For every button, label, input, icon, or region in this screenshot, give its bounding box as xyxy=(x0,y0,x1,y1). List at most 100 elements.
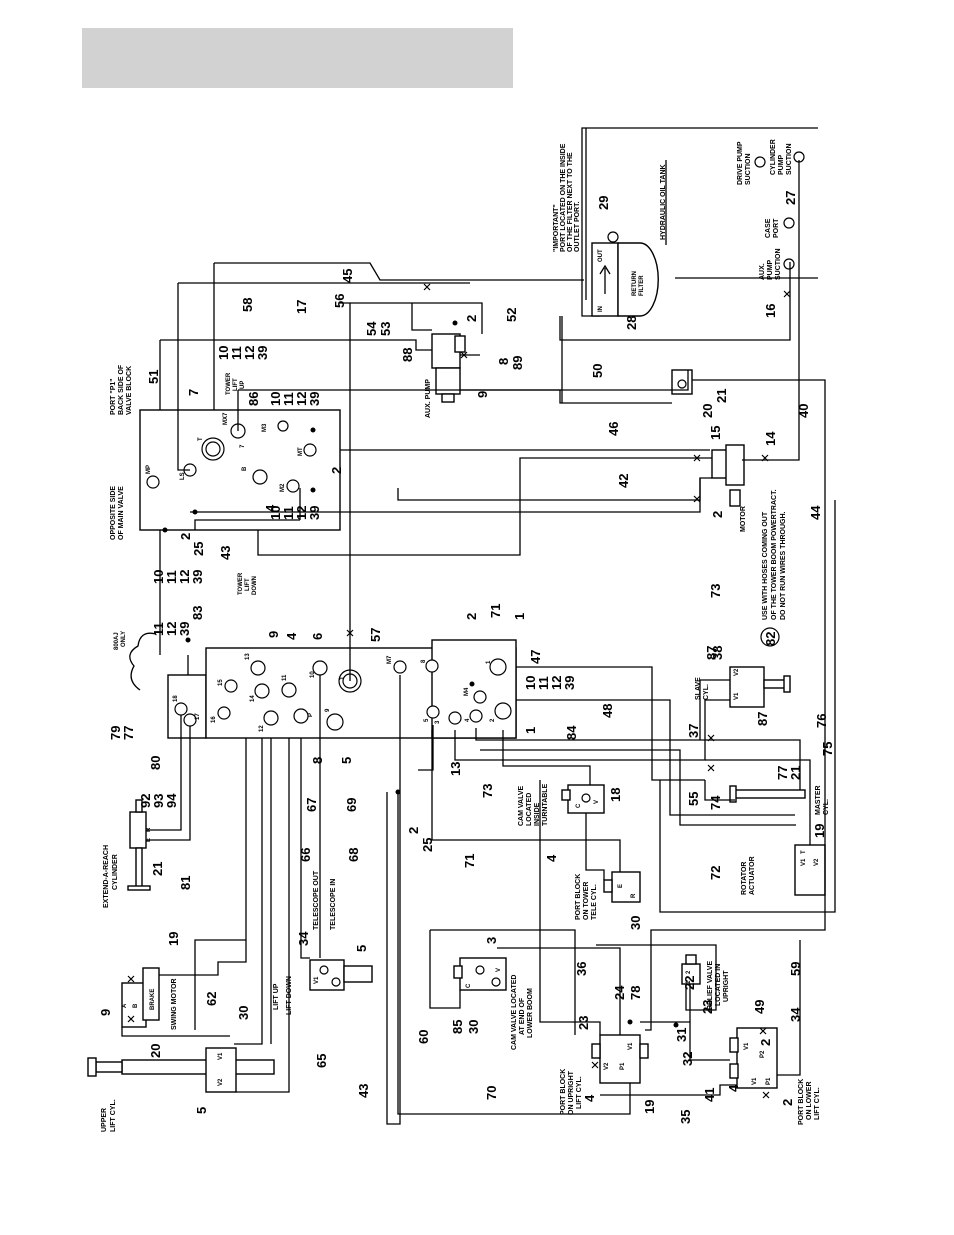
svg-text:V1: V1 xyxy=(218,1052,224,1060)
return-filter-bowl xyxy=(617,242,659,317)
svg-text:35: 35 xyxy=(678,1110,693,1124)
svg-text:P: P xyxy=(308,713,314,717)
svg-text:T: T xyxy=(801,850,807,854)
svg-text:CAM VALVE: CAM VALVE xyxy=(518,785,525,826)
svg-text:60: 60 xyxy=(416,1030,431,1044)
top-valve-block: MP LS T MX7 7 M3 B M2 MT xyxy=(139,409,341,531)
svg-text:"IMPORTANT": "IMPORTANT" xyxy=(553,204,560,252)
svg-text:V: V xyxy=(496,968,502,972)
svg-text:56: 56 xyxy=(332,294,347,308)
rotator-actuator-label: ROTATOR ACTUATOR xyxy=(741,856,756,895)
svg-text:10: 10 xyxy=(216,346,231,360)
svg-text:75: 75 xyxy=(820,742,835,756)
svg-text:LIFT CYL.: LIFT CYL. xyxy=(814,1087,821,1120)
svg-text:800AJ: 800AJ xyxy=(114,632,120,650)
tower-lift-down-label: TOWER LIFT DOWN xyxy=(238,572,258,595)
svg-text:BRAKE: BRAKE xyxy=(150,989,156,1010)
svg-text:1: 1 xyxy=(486,660,492,664)
telescope-out-label: TELESCOPE OUT xyxy=(313,870,320,930)
svg-text:TELE CYL.: TELE CYL. xyxy=(591,884,598,920)
svg-text:29: 29 xyxy=(596,196,611,210)
tower-lift-up-label: TOWER LIFT UP xyxy=(226,372,246,395)
svg-text:17: 17 xyxy=(294,300,309,314)
drive-pump-suction-port xyxy=(754,156,766,168)
cam-valve-lower-boom-label: CAM VALVE LOCATED AT END OF LOWER BOOM xyxy=(511,975,534,1050)
svg-text:19: 19 xyxy=(642,1100,657,1114)
svg-text:10: 10 xyxy=(268,392,283,406)
svg-text:11: 11 xyxy=(282,674,288,681)
svg-text:2: 2 xyxy=(780,1099,795,1106)
aux-pump-suction-label: AUX. PUMP SUCTION xyxy=(759,249,782,281)
svg-text:OF THE TOWER BOOM POWERTRACT.: OF THE TOWER BOOM POWERTRACT. xyxy=(771,489,778,620)
svg-text:MX7: MX7 xyxy=(223,412,229,425)
aux-pump-suction-port xyxy=(783,258,795,270)
aux-pump-label: AUX. PUMP xyxy=(425,379,432,418)
svg-text:LIFT CYL.: LIFT CYL. xyxy=(110,1099,117,1132)
svg-text:ACTUATOR: ACTUATOR xyxy=(749,856,756,895)
cam-valve-turntable-label: CAM VALVE LOCATED INSIDE TURNTABLE xyxy=(518,783,549,826)
svg-text:SUCTION: SUCTION xyxy=(745,154,752,186)
svg-text:10: 10 xyxy=(310,671,316,678)
svg-text:41: 41 xyxy=(702,1088,717,1102)
svg-text:5: 5 xyxy=(354,945,369,952)
svg-text:43: 43 xyxy=(356,1084,371,1098)
svg-text:9: 9 xyxy=(325,708,331,712)
svg-text:PORT "P1": PORT "P1" xyxy=(110,378,117,415)
svg-text:34: 34 xyxy=(788,1007,803,1022)
svg-text:ONLY: ONLY xyxy=(121,631,127,647)
svg-text:CYL.: CYL. xyxy=(703,684,710,700)
filter-out-label: OUT xyxy=(598,249,604,262)
svg-text:V2: V2 xyxy=(604,1062,610,1070)
svg-text:20: 20 xyxy=(700,404,715,418)
svg-text:INSIDE: INSIDE xyxy=(534,802,541,826)
svg-text:38: 38 xyxy=(710,646,725,660)
case-port-label: CASE PORT xyxy=(765,218,780,238)
svg-text:4: 4 xyxy=(263,504,278,512)
svg-text:10: 10 xyxy=(268,506,283,520)
svg-text:30: 30 xyxy=(628,916,643,930)
cam-valve-turntable: C V xyxy=(561,784,605,814)
svg-text:58: 58 xyxy=(240,298,255,312)
relief-valve-label: RELIEF VALVE LOCATED IN UPRIGHT xyxy=(707,961,730,1010)
svg-text:12: 12 xyxy=(294,392,309,406)
svg-text:PORT BLOCK: PORT BLOCK xyxy=(798,1079,805,1125)
svg-text:V1: V1 xyxy=(734,692,740,700)
svg-text:TOWER: TOWER xyxy=(226,372,232,395)
svg-text:39: 39 xyxy=(190,570,205,584)
cross-marks xyxy=(127,283,791,1099)
telescope-port-block: V1 xyxy=(309,959,373,991)
svg-text:12: 12 xyxy=(259,725,265,732)
svg-text:SUCTION: SUCTION xyxy=(786,144,793,176)
svg-text:11: 11 xyxy=(281,392,296,406)
lift-up-label: LIFT UP xyxy=(273,983,280,1010)
svg-text:2: 2 xyxy=(178,533,193,540)
svg-text:2: 2 xyxy=(464,613,479,620)
svg-text:V2: V2 xyxy=(218,1078,224,1086)
svg-text:48: 48 xyxy=(600,704,615,718)
svg-text:51: 51 xyxy=(146,370,161,384)
svg-text:30: 30 xyxy=(466,1020,481,1034)
svg-text:8: 8 xyxy=(421,659,427,663)
svg-text:5: 5 xyxy=(424,718,430,722)
svg-text:CYLINDER: CYLINDER xyxy=(112,854,119,890)
svg-text:10: 10 xyxy=(151,570,166,584)
hydraulic-oil-tank-label: HYDRAULIC OIL TANK xyxy=(660,164,667,240)
svg-text:MASTER: MASTER xyxy=(815,785,822,815)
svg-text:V1: V1 xyxy=(628,1042,634,1050)
svg-text:80: 80 xyxy=(148,756,163,770)
svg-text:4: 4 xyxy=(284,632,299,640)
svg-text:V1: V1 xyxy=(752,1077,758,1085)
upright-port-block: V2 P1 V1 xyxy=(591,1034,649,1084)
svg-text:18: 18 xyxy=(173,695,179,702)
svg-text:37: 37 xyxy=(686,724,701,738)
svg-text:93: 93 xyxy=(151,794,166,808)
svg-text:8: 8 xyxy=(496,358,511,365)
svg-text:57: 57 xyxy=(368,628,383,642)
svg-text:V1: V1 xyxy=(744,1042,750,1050)
filter-in-label: IN xyxy=(598,306,604,312)
svg-text:1: 1 xyxy=(512,613,527,620)
svg-text:CYLINDER: CYLINDER xyxy=(770,139,777,175)
svg-text:72: 72 xyxy=(708,866,723,880)
svg-text:9: 9 xyxy=(266,631,281,638)
svg-text:71: 71 xyxy=(462,854,477,868)
